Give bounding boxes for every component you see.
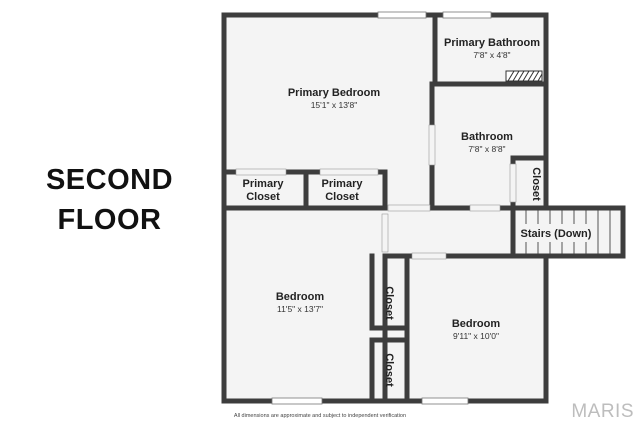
closet-hall-name: Closet <box>530 167 542 201</box>
bedroom-left-dims: 11'5" x 13'7" <box>277 304 323 314</box>
brand-logo: MARIS <box>571 401 634 422</box>
disclaimer: All dimensions are approximate and subje… <box>233 413 407 419</box>
stairs-name: Stairs (Down) <box>521 228 592 240</box>
floor-title-line2: FLOOR <box>57 204 162 236</box>
primary-closet-1-line1: Primary <box>243 178 285 190</box>
bedroom-right-dims: 9'11" x 10'0" <box>453 331 499 341</box>
shower-hatch <box>505 70 543 82</box>
primary-closet-1-line2: Closet <box>246 191 280 203</box>
bathroom-dims: 7'8" x 8'8" <box>468 144 505 154</box>
primary-bathroom-dims: 7'8" x 4'8" <box>473 50 510 60</box>
primary-bedroom-dims: 15'1" x 13'8" <box>311 100 358 110</box>
bedroom-left-name: Bedroom <box>276 291 325 303</box>
primary-bathroom-name: Primary Bathroom <box>444 37 540 49</box>
floor-title-line1: SECOND <box>45 164 174 196</box>
closet-mid-lower-name: Closet <box>383 353 395 387</box>
floor-title: SECOND FLOOR <box>22 160 197 240</box>
closet-mid-upper-name: Closet <box>383 286 395 320</box>
stairs-label-bg <box>516 224 596 242</box>
primary-closet-2-line2: Closet <box>325 191 359 203</box>
primary-closet-2-line1: Primary <box>322 178 364 190</box>
windows <box>271 11 492 405</box>
bathroom-name: Bathroom <box>461 131 513 143</box>
bedroom-right-name: Bedroom <box>452 318 501 330</box>
primary-bedroom-name: Primary Bedroom <box>288 87 381 99</box>
door-openings <box>235 124 517 260</box>
